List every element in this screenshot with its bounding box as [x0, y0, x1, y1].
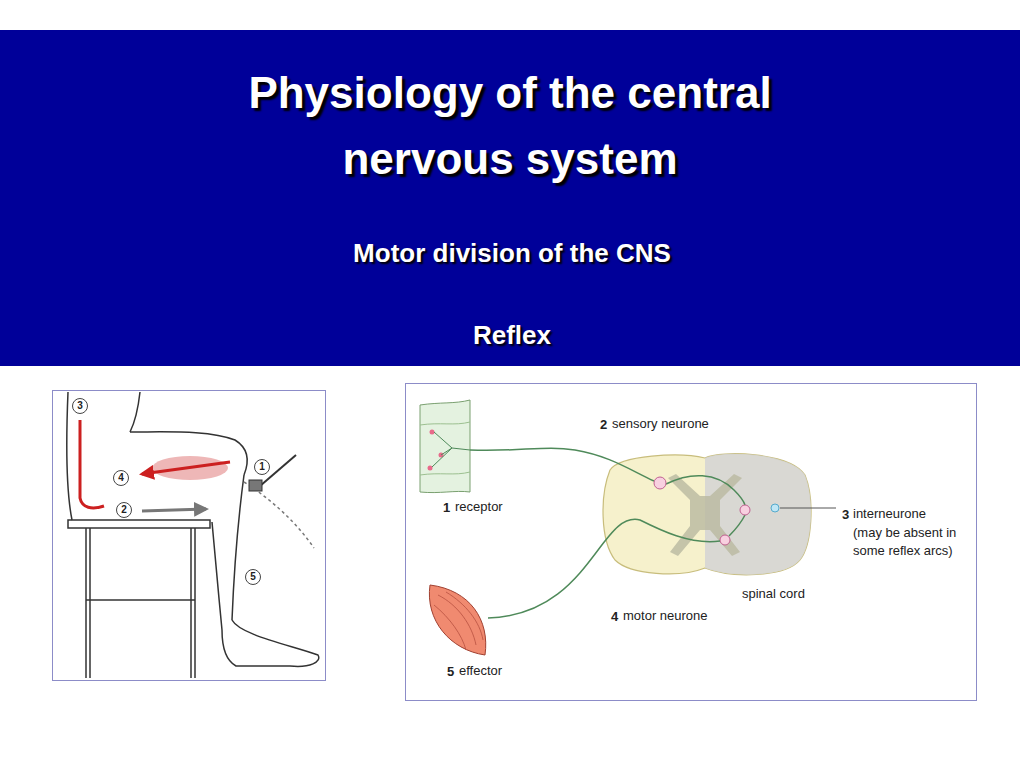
callout-number: 2 [600, 417, 607, 432]
figure-frame [53, 391, 326, 681]
callout-number: 2 [116, 502, 132, 518]
interneurone-leader [771, 504, 836, 512]
callout-number: 5 [245, 569, 261, 585]
part-label: sensory neurone [612, 415, 709, 433]
receptor-skin [420, 400, 470, 493]
callout-number: 3 [72, 398, 88, 414]
callout-number: 1 [443, 500, 450, 515]
callout-number: 1 [254, 459, 270, 475]
knee-jerk-illustration [53, 391, 326, 681]
sensory-arrow [142, 462, 230, 474]
part-label: motor neurone [623, 607, 708, 625]
effector-muscle [429, 585, 485, 655]
spinal-pathway [80, 420, 104, 508]
motor-cell [720, 535, 730, 545]
interneurone-fibre [729, 515, 745, 536]
seated-figure [67, 392, 319, 666]
part-label: effector [459, 662, 502, 680]
motor-fibre [488, 519, 720, 618]
motor-arrow [142, 509, 206, 511]
reflex-hammer [249, 455, 296, 491]
callout-number: 4 [113, 470, 129, 486]
slide-subtitle: Motor division of the CNS [2, 238, 1020, 268]
part-label: receptor [455, 498, 503, 516]
figure-frame [406, 384, 977, 701]
callout-number: 5 [447, 664, 454, 679]
sensory-fibre-central [666, 476, 745, 505]
note-label: (may be absent in some reflex arcs) [853, 524, 975, 560]
slide-title: Physiology of the central nervous system [217, 60, 803, 192]
interneurone-cell [740, 505, 750, 515]
stool [68, 520, 210, 678]
slide-subtitle: Reflex [2, 320, 1020, 350]
callout-number: 4 [611, 609, 618, 624]
part-label: interneurone [853, 505, 926, 523]
dorsal-root-ganglion [654, 477, 666, 489]
reflex-arc-diagram [406, 384, 977, 701]
part-label: spinal cord [742, 585, 805, 603]
callout-number: 3 [842, 507, 849, 522]
sensory-fibre [470, 448, 654, 481]
